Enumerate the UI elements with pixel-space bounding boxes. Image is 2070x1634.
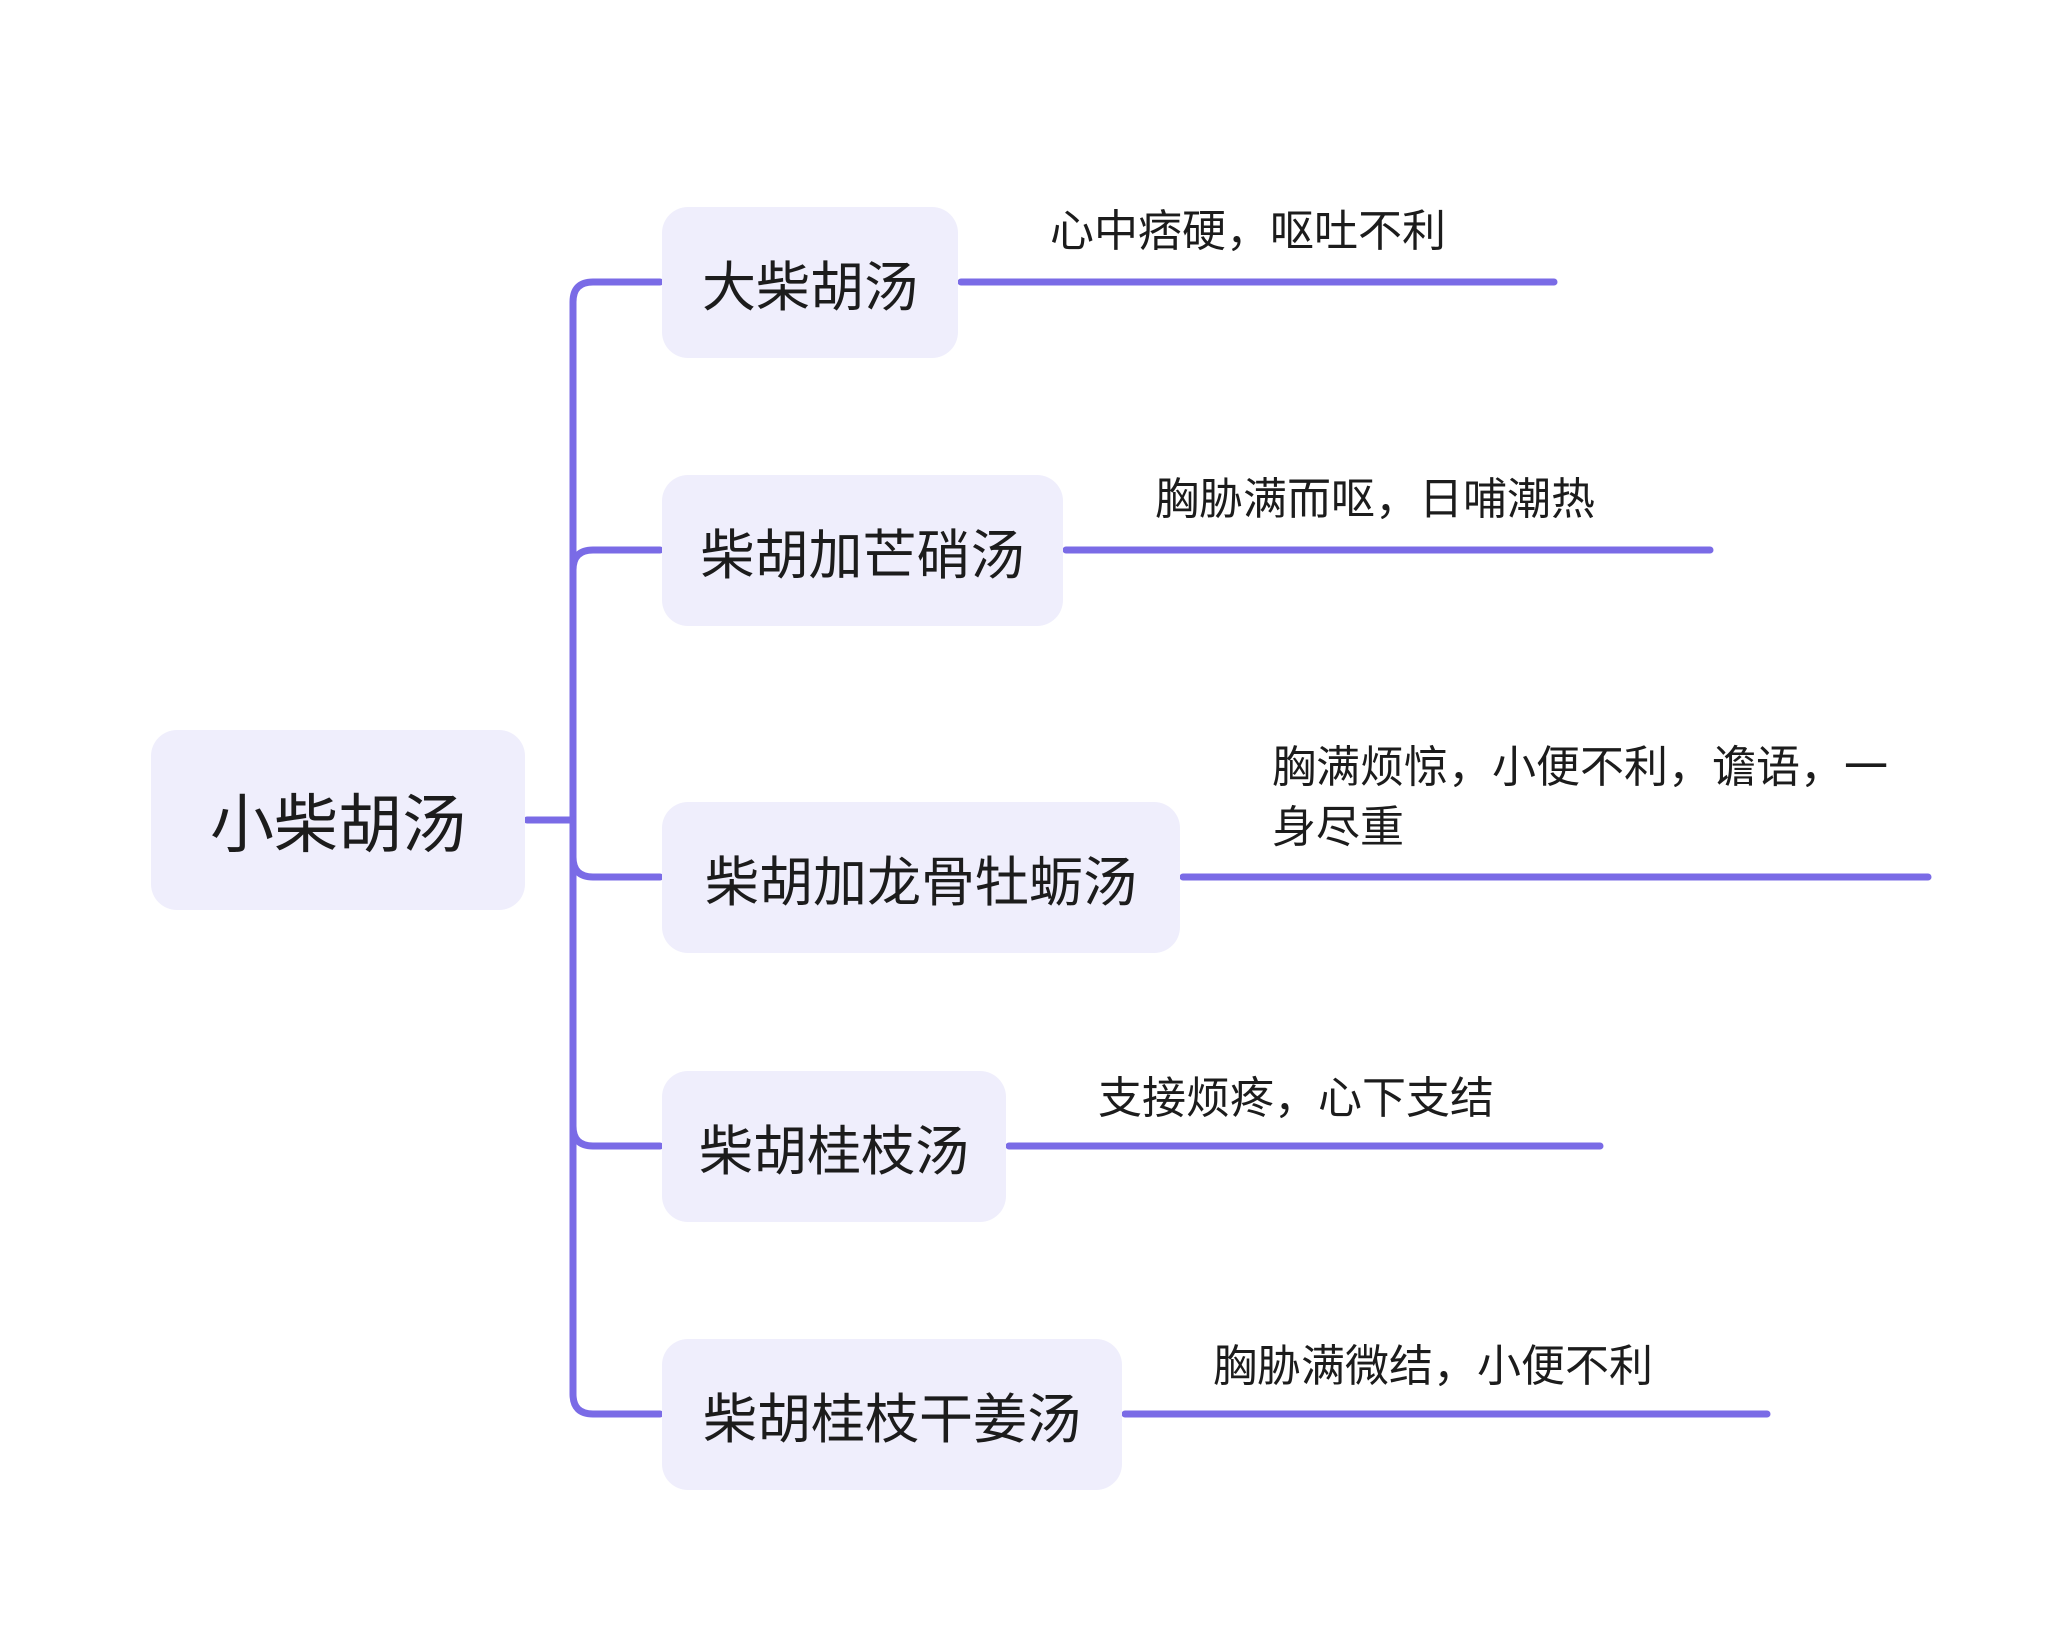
branch-note-2[interactable]: 胸胁满而呕，日哺潮热 (1155, 474, 1595, 525)
branch-note-5[interactable]: 胸胁满微结，小便不利 (1213, 1341, 1653, 1392)
branch-label: 柴胡加芒硝汤 (700, 524, 1025, 587)
branch-note-3[interactable]: 胸满烦惊，小便不利，谵语，一身尽重 (1272, 742, 1888, 853)
branch-label: 大柴胡汤 (702, 256, 918, 319)
branch-label: 柴胡桂枝汤 (699, 1120, 969, 1183)
connector-branch-1 (569, 278, 664, 824)
branch-node-2[interactable]: 柴胡加芒硝汤 (662, 475, 1063, 626)
connector-branch-3 (569, 816, 664, 881)
branch-node-4[interactable]: 柴胡桂枝汤 (662, 1071, 1006, 1222)
branch-label: 柴胡加龙骨牡蛎汤 (705, 851, 1137, 914)
connector-branch-2 (569, 546, 664, 824)
connector-branch-5 (569, 816, 664, 1418)
branch-node-3[interactable]: 柴胡加龙骨牡蛎汤 (662, 802, 1180, 953)
branch-node-1[interactable]: 大柴胡汤 (662, 207, 958, 358)
root-label: 小柴胡汤 (210, 789, 466, 863)
branch-node-5[interactable]: 柴胡桂枝干姜汤 (662, 1339, 1122, 1490)
branch-label: 柴胡桂枝干姜汤 (703, 1388, 1081, 1451)
branch-note-1[interactable]: 心中痞硬，呕吐不利 (1050, 206, 1446, 257)
root-node[interactable]: 小柴胡汤 (151, 730, 525, 910)
branch-note-4[interactable]: 支接烦疼，心下支结 (1098, 1073, 1494, 1124)
connector-branch-4 (569, 816, 664, 1150)
